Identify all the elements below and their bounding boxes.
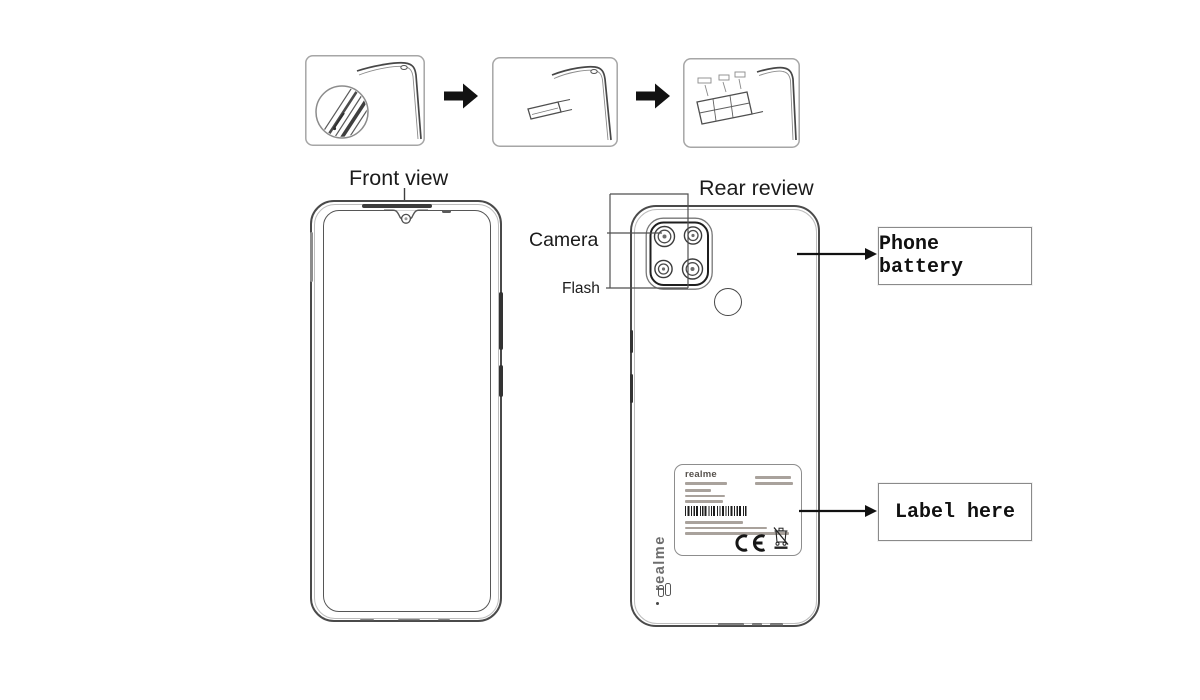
- slot-callout-marks: [697, 71, 746, 97]
- regulatory-dot-mark: [656, 602, 660, 606]
- microphone-hole: [360, 618, 374, 621]
- step-arrow-icon: [636, 83, 670, 109]
- ce-mark-icon: [735, 534, 766, 552]
- label-arrow: [799, 505, 877, 517]
- label-text-line: [685, 482, 727, 485]
- power-button: [499, 365, 503, 397]
- usb-port: [718, 623, 744, 626]
- regulatory-pill-mark: [658, 585, 664, 597]
- sim-step-2-panel: [492, 57, 618, 147]
- sim-eject-pin-icon: [320, 87, 367, 137]
- front-camera-icon: [590, 69, 598, 74]
- flash-label: Flash: [562, 280, 600, 297]
- label-here-callout-text: Label here: [894, 500, 1016, 524]
- battery-arrow: [797, 248, 877, 260]
- label-text-line: [685, 532, 789, 535]
- waterdrop-notch: [384, 209, 428, 224]
- label-text-line: [685, 521, 743, 524]
- sim-tray-icon: [527, 98, 573, 120]
- volume-button: [629, 374, 633, 403]
- rear-review-label: Rear review: [699, 176, 814, 200]
- step-arrow-icon: [444, 83, 478, 109]
- label-text-line: [755, 482, 793, 485]
- front-phone-screen: [323, 210, 491, 612]
- sim-step-3-panel: [683, 58, 800, 148]
- sim-step-1-panel: [305, 55, 425, 146]
- label-text-line: [755, 476, 791, 479]
- label-text-line: [685, 489, 711, 492]
- front-camera-icon: [400, 65, 408, 70]
- flash-led-icon: [654, 259, 673, 279]
- front-view-label: Front view: [349, 166, 449, 190]
- front-phone-outline: [310, 200, 503, 622]
- regulatory-label: realme: [674, 464, 802, 556]
- camera-lens-top-right-icon: [683, 226, 703, 245]
- camera-label: Camera: [529, 229, 599, 251]
- label-here-callout: Label here: [878, 483, 1032, 541]
- phone-battery-callout-text: Phone battery: [879, 233, 964, 279]
- fingerprint-sensor: [714, 288, 742, 316]
- power-button: [629, 330, 633, 353]
- label-text-line: [685, 494, 725, 497]
- sim-tray-slots-icon: [696, 91, 764, 125]
- label-brand-text: realme: [685, 469, 717, 480]
- phone-battery-callout: Phone battery: [878, 227, 1032, 285]
- sim-tray-slot: [310, 232, 313, 282]
- barcode: [685, 506, 747, 516]
- earpiece-speaker-icon: [362, 203, 432, 208]
- proximity-sensor-icon: [442, 210, 451, 213]
- microphone-hole: [752, 623, 762, 626]
- weee-bin-icon: [773, 527, 789, 549]
- rear-brand-vertical-logo: realme: [652, 535, 668, 591]
- speaker-holes: [438, 618, 450, 621]
- rear-camera-module: [645, 217, 713, 290]
- volume-button: [499, 292, 503, 350]
- label-text-line: [685, 526, 767, 529]
- rear-phone-outline: realme: [629, 205, 820, 627]
- camera-annotation-lines: [606, 193, 689, 289]
- label-text-line: [685, 500, 723, 503]
- speaker-holes: [770, 622, 783, 627]
- regulatory-pill-mark: [665, 583, 671, 596]
- usb-port: [398, 618, 420, 621]
